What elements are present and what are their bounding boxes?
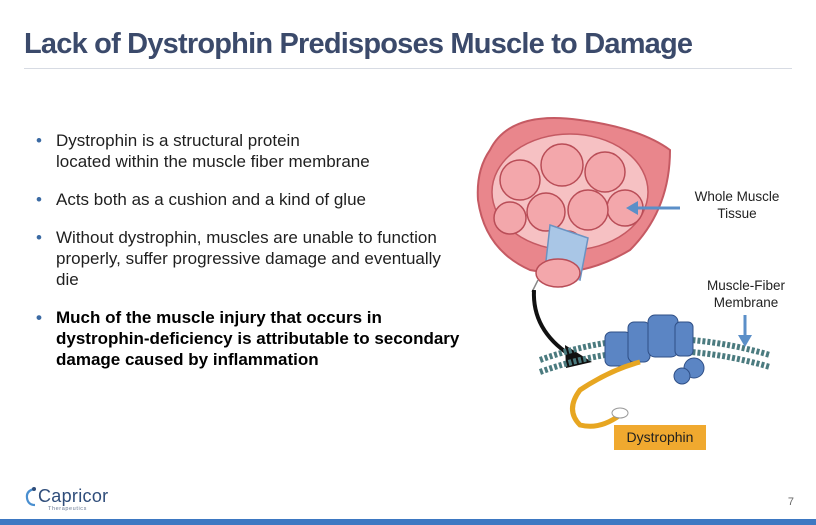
bullet-dot-icon: •: [36, 131, 42, 150]
label-line: Membrane: [713, 295, 779, 310]
pointer-arrow-icon: [626, 201, 680, 215]
label-whole-muscle: Whole Muscle Tissue: [684, 188, 790, 222]
bullet-item: • Much of the muscle injury that occurs …: [36, 307, 466, 370]
label-muscle-fiber-membrane: Muscle-Fiber Membrane: [698, 277, 794, 311]
title-divider: [24, 68, 792, 69]
pointer-arrow-icon: [738, 315, 752, 347]
bullet-item: • Without dystrophin, muscles are unable…: [36, 227, 466, 290]
bullet-item: • Acts both as a cushion and a kind of g…: [36, 189, 466, 210]
bullet-list: • Dystrophin is a structural protein loc…: [36, 130, 466, 387]
bullet-text: Without dystrophin, muscles are unable t…: [56, 228, 441, 289]
bullet-dot-icon: •: [36, 228, 42, 247]
whole-muscle-tissue-image: [476, 117, 672, 293]
bullet-text: located within the muscle fiber membrane: [56, 152, 370, 171]
label-dystrophin: Dystrophin: [614, 425, 706, 450]
logo-wordmark: Capricor: [38, 486, 109, 506]
muscle-illustration: [476, 117, 771, 429]
slide-title: Lack of Dystrophin Predisposes Muscle to…: [24, 28, 693, 60]
bullet-text: Much of the muscle injury that occurs in…: [56, 308, 460, 369]
capricor-logo-icon: [25, 487, 36, 507]
bullet-dot-icon: •: [36, 308, 42, 327]
label-line: Muscle-Fiber: [706, 278, 785, 293]
bullet-text: Acts both as a cushion and a kind of glu…: [56, 190, 366, 209]
footer-bar: [0, 519, 816, 525]
label-line: Whole Muscle: [694, 189, 780, 204]
label-line: Tissue: [717, 206, 757, 221]
bullet-text: Dystrophin is a structural protein: [56, 131, 300, 150]
zoom-arrow-icon: [531, 289, 572, 357]
page-number: 7: [787, 496, 794, 508]
bullet-dot-icon: •: [36, 190, 42, 209]
muscle-fiber-membrane-image: [538, 314, 771, 429]
bullet-item: • Dystrophin is a structural protein loc…: [36, 130, 466, 172]
logo-tagline: Therapeutics: [48, 506, 87, 512]
